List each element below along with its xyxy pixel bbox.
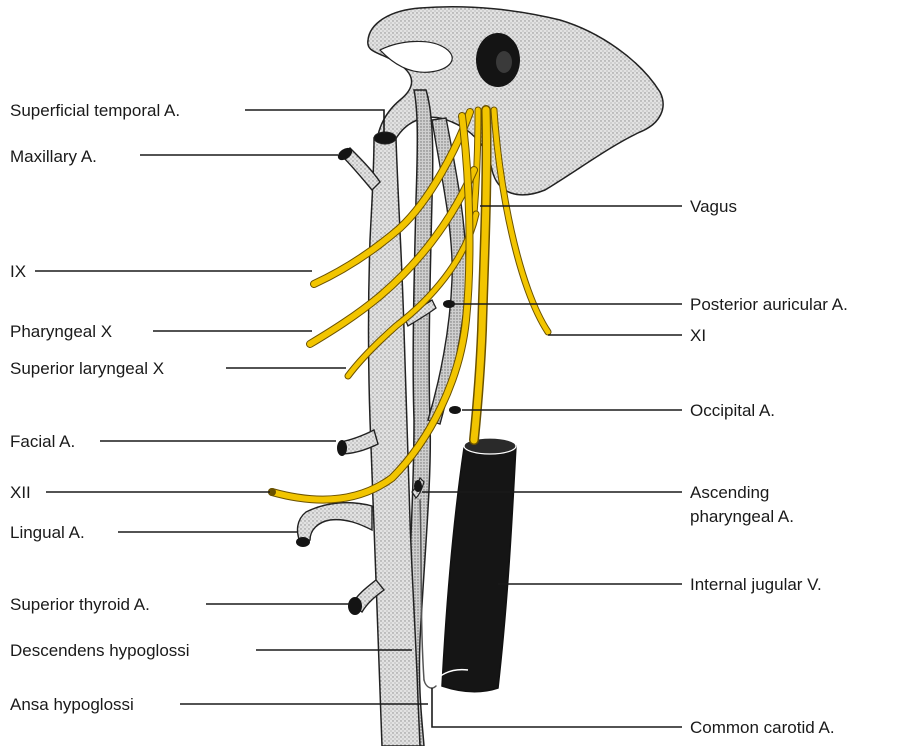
left-labels: Superficial temporal A. Maxillary A. IX … — [10, 101, 190, 714]
label-ansa-hypoglossi: Ansa hypoglossi — [10, 695, 134, 714]
label-pharyngeal-x: Pharyngeal X — [10, 322, 112, 341]
label-facial: Facial A. — [10, 432, 75, 451]
leader-lines — [35, 110, 682, 727]
skull-base — [368, 7, 663, 195]
label-superior-thyroid: Superior thyroid A. — [10, 595, 150, 614]
label-pharyngeal-a: pharyngeal A. — [690, 507, 794, 526]
right-labels: Vagus Posterior auricular A. XI Occipita… — [690, 197, 848, 737]
superior-thyroid-stump — [348, 597, 362, 615]
vagus-nerve — [474, 110, 487, 440]
skull-shape — [368, 7, 663, 195]
label-xii: XII — [10, 483, 31, 502]
foramen-inner — [496, 51, 512, 73]
ascending-pharyngeal-stump — [414, 480, 422, 492]
label-superficial-temporal: Superficial temporal A. — [10, 101, 180, 120]
label-descendens-hypoglossi: Descendens hypoglossi — [10, 641, 190, 660]
label-ascending: Ascending — [690, 483, 769, 502]
superficial-temporal-stump — [374, 132, 396, 144]
label-xi: XI — [690, 326, 706, 345]
facial-stump — [337, 440, 347, 456]
leader-common-carotid — [432, 688, 682, 727]
lingual-branch — [298, 503, 372, 542]
label-lingual: Lingual A. — [10, 523, 85, 542]
label-occipital: Occipital A. — [690, 401, 775, 420]
label-posterior-auricular: Posterior auricular A. — [690, 295, 848, 314]
occipital-stump — [449, 406, 461, 414]
lingual-stump — [296, 537, 310, 547]
label-ix: IX — [10, 262, 26, 281]
label-internal-jugular: Internal jugular V. — [690, 575, 822, 594]
internal-jugular-vein — [430, 438, 516, 692]
label-common-carotid: Common carotid A. — [690, 718, 835, 737]
label-maxillary: Maxillary A. — [10, 147, 97, 166]
label-vagus: Vagus — [690, 197, 737, 216]
label-superior-laryngeal-x: Superior laryngeal X — [10, 359, 164, 378]
leader-superficial-temporal — [245, 110, 384, 134]
skull-notch — [380, 41, 452, 72]
